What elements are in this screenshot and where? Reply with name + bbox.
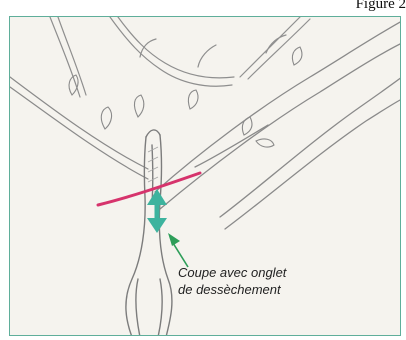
caption-line-1: Coupe avec onglet xyxy=(178,264,286,281)
figure-title: Figure 2 xyxy=(356,0,406,13)
caption-line-2: de dessèchement xyxy=(178,281,286,298)
figure-frame: Coupe avec onglet de dessèchement xyxy=(9,16,401,336)
figure-caption: Coupe avec onglet de dessèchement xyxy=(178,264,286,298)
